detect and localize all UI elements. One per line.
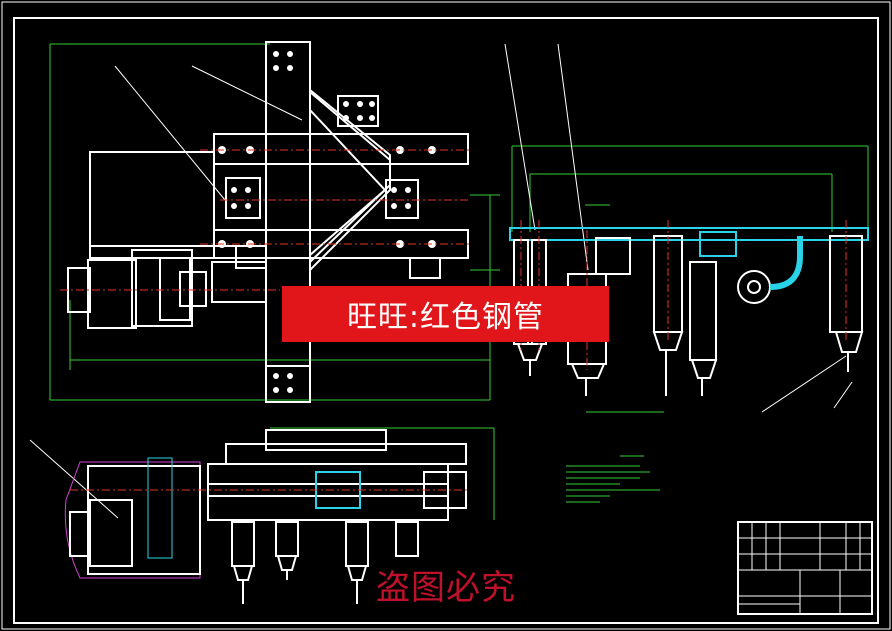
technical-notes xyxy=(566,455,660,503)
copyright-watermark: 盗图必究 xyxy=(376,568,516,608)
top-right-view xyxy=(504,43,869,413)
drawing-frame-inner xyxy=(13,17,879,624)
contact-banner: 旺旺:红色钢管 xyxy=(282,286,609,342)
top-left-view xyxy=(49,41,500,403)
center-lines-top-view xyxy=(60,149,470,291)
title-block xyxy=(737,521,873,615)
